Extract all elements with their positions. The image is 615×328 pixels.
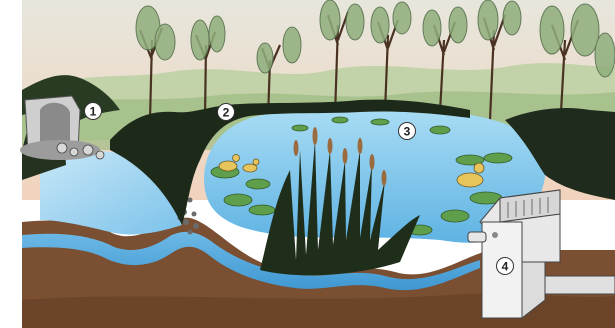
marker-1: 1: [85, 103, 102, 120]
marker-1-label: 1: [90, 105, 97, 119]
marker-2-label: 2: [223, 106, 230, 120]
marker-3-label: 3: [404, 125, 411, 139]
marker-2: 2: [218, 104, 235, 121]
marker-4-label: 4: [502, 260, 509, 274]
left-margin: [0, 0, 22, 328]
marker-4: 4: [497, 258, 514, 275]
marker-3: 3: [399, 123, 416, 140]
